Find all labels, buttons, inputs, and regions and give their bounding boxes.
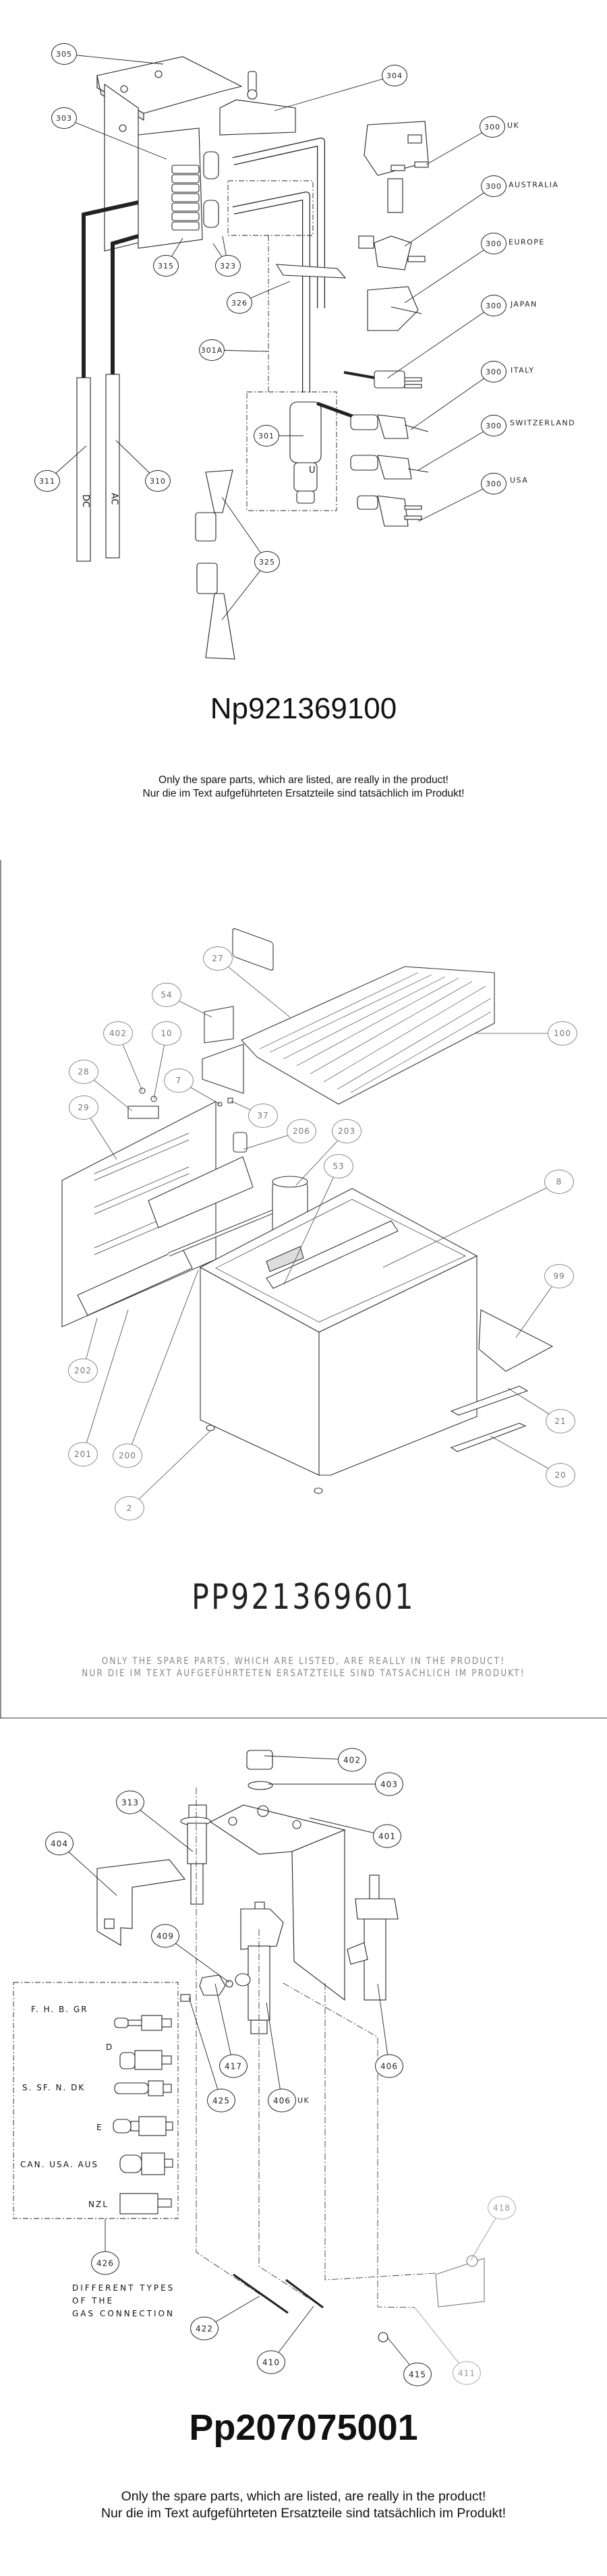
callout-410: 410 <box>257 2350 285 2374</box>
callout-310: 310 <box>145 470 171 492</box>
sheet-title: Pp207075001 <box>189 2407 418 2448</box>
caption-line: OF THE <box>72 2296 115 2306</box>
callout-201: 201 <box>68 1442 98 1466</box>
callout-29: 29 <box>69 1095 98 1120</box>
callout-7: 7 <box>164 1068 194 1093</box>
sheet3-drawing <box>13 1750 502 2375</box>
gas-type-label: D <box>106 2042 114 2052</box>
callout-203: 203 <box>332 1119 362 1143</box>
cable-mark-dc: DC <box>80 494 91 508</box>
disclaimer-de: Nur die im Text aufgeführteten Ersatztei… <box>142 788 465 800</box>
disclaimer: Only the spare parts, which are listed, … <box>0 774 607 801</box>
callout-401: 401 <box>373 1824 401 1848</box>
callout-37: 37 <box>248 1104 278 1128</box>
disclaimer-en: Only the spare parts, which are listed, … <box>158 774 449 786</box>
callout-28: 28 <box>69 1060 98 1084</box>
gas-type-label: S. SF. N. DK <box>22 2083 86 2092</box>
callout-418: 418 <box>488 2196 516 2220</box>
callout-406-uk: 406 <box>268 2088 296 2113</box>
disclaimer-de: Nur die im Text aufgeführteten Ersatztei… <box>100 2506 507 2521</box>
callout-305: 305 <box>51 43 77 65</box>
callout-54: 54 <box>152 983 181 1007</box>
callout-202: 202 <box>68 1358 98 1383</box>
plug-country-usa: USA <box>510 476 529 485</box>
disclaimer-en: Only the spare parts, which are listed, … <box>121 2489 486 2504</box>
gas-type-label: F. H. B. GR <box>31 2005 88 2014</box>
plug-country-uk: UK <box>507 121 520 130</box>
callout-8: 8 <box>544 1170 574 1194</box>
callout-301a: 301A <box>199 339 225 361</box>
callout-326: 326 <box>227 292 252 314</box>
callout-426: 426 <box>91 2251 119 2275</box>
gas-type-label: E <box>96 2123 103 2132</box>
caption-line: DIFFERENT TYPES <box>72 2283 175 2293</box>
plug-uk-drawing <box>364 121 429 213</box>
plug-country-italy: ITALY <box>511 366 535 375</box>
callout-300-australia: 300 <box>481 175 507 197</box>
callout-422: 422 <box>190 2316 219 2341</box>
callout-100: 100 <box>548 1021 577 1046</box>
callout-200: 200 <box>113 1443 142 1468</box>
sheet1-drawing <box>47 53 494 660</box>
plug-mark-u: U <box>309 465 316 476</box>
callout-403: 403 <box>375 1772 403 1796</box>
callout-325: 325 <box>254 551 280 573</box>
disclaimer-en: ONLY THE SPARE PARTS, WHICH ARE LISTED, … <box>101 1656 506 1667</box>
callout-2: 2 <box>115 1496 144 1520</box>
disclaimer: Only the spare parts, which are listed, … <box>0 2488 607 2523</box>
terminal-block <box>171 165 200 231</box>
callout-323: 323 <box>215 255 241 277</box>
callout-206: 206 <box>287 1119 316 1143</box>
callout-411: 411 <box>453 2361 481 2385</box>
sheet2-drawing <box>0 860 607 1719</box>
callout-53: 53 <box>324 1154 353 1178</box>
plug-country-japan: JAPAN <box>511 299 538 309</box>
callout-406: 406 <box>375 2054 403 2078</box>
sheet-title: Np921369100 <box>210 692 397 725</box>
callout-301: 301 <box>254 425 279 447</box>
callout-315: 315 <box>153 255 179 277</box>
callout-303: 303 <box>51 107 77 129</box>
cable-mark-ac: AC <box>109 492 119 505</box>
callout-21: 21 <box>546 1409 575 1433</box>
callout-300-europe: 300 <box>481 233 507 254</box>
callout-10: 10 <box>152 1021 181 1046</box>
caption-line: GAS CONNECTION <box>72 2309 175 2318</box>
callout-402: 402 <box>103 1021 133 1046</box>
callout-300-italy: 300 <box>481 361 507 382</box>
plug-country-europe: EUROPE <box>509 237 545 247</box>
disclaimer: ONLY THE SPARE PARTS, WHICH ARE LISTED, … <box>42 1655 565 1680</box>
gas-type-label: NZL <box>88 2200 109 2209</box>
callout-27: 27 <box>203 946 233 971</box>
callout-20: 20 <box>546 1463 575 1487</box>
gas-type-label: CAN. USA. AUS <box>20 2160 99 2169</box>
disclaimer-de: NUR DIE IM TEXT AUFGEFÜHRTETEN ERSATZTEI… <box>82 1668 525 1680</box>
callout-99: 99 <box>544 1264 574 1288</box>
callout-300-switzerland: 300 <box>481 415 507 436</box>
callout-300-uk: 300 <box>480 116 505 138</box>
callout-402: 402 <box>338 1748 366 1772</box>
plug-country-australia: AUSTRALIA <box>509 180 559 190</box>
callout-313: 313 <box>116 1790 144 1814</box>
callout-415: 415 <box>403 2362 432 2386</box>
callout-300-usa: 300 <box>481 473 507 494</box>
sheet-title: PP921369601 <box>192 1577 415 1618</box>
callout-409: 409 <box>151 1924 179 1948</box>
callout-404: 404 <box>45 1831 74 1856</box>
callout-300-japan: 300 <box>481 295 507 316</box>
callout-suffix-uk: UK <box>297 2096 310 2105</box>
callout-304: 304 <box>382 65 407 86</box>
callout-425: 425 <box>207 2088 235 2113</box>
gas-connection-caption: DIFFERENT TYPES OF THE GAS CONNECTION <box>72 2282 175 2320</box>
callout-417: 417 <box>219 2054 248 2078</box>
callout-311: 311 <box>34 470 60 492</box>
plug-country-switzerland: SWITZERLAND <box>510 418 576 428</box>
